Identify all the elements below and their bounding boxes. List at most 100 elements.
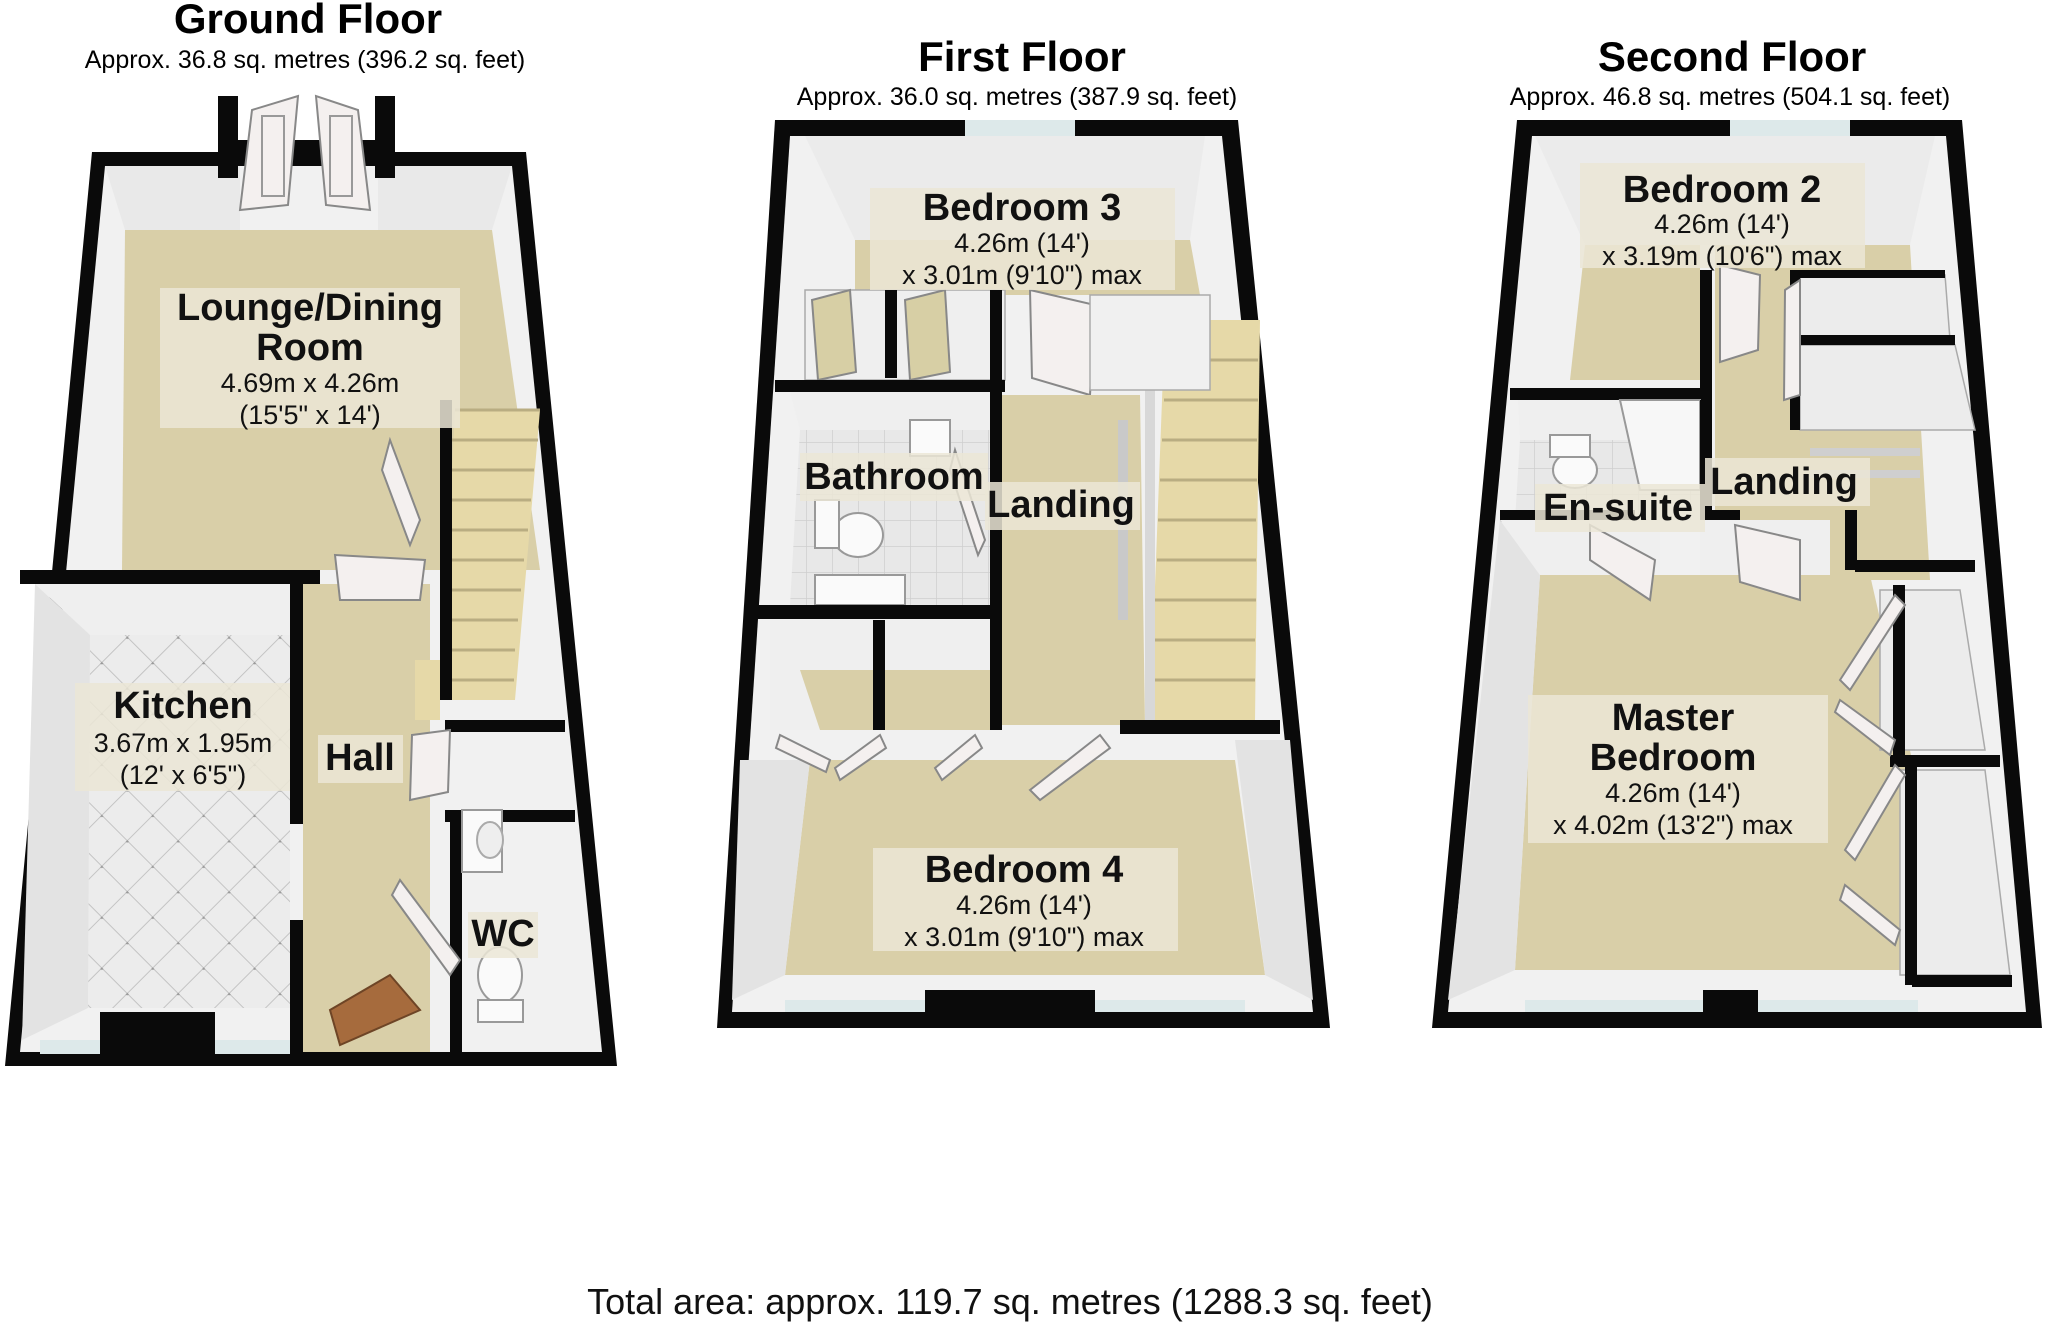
ensuite-toilet — [1549, 434, 1598, 489]
label-backgrounds — [75, 163, 1870, 958]
master-name-line1: Master — [1612, 697, 1735, 739]
bedroom3-dim-line2: x 3.01m (9'10") max — [902, 260, 1142, 290]
bedroom4-cupboard-door-2 — [833, 733, 888, 782]
first-landing-name: Landing — [987, 484, 1135, 526]
bedroom2-divider-wall — [1700, 270, 1712, 400]
ground-floor-title: Ground Floor — [174, 0, 442, 42]
lounge-door — [380, 436, 422, 548]
lounge-label-bg — [160, 288, 460, 428]
landing-floor — [1002, 395, 1145, 725]
cupboard-door — [408, 728, 452, 802]
hall-floor — [303, 584, 430, 1052]
second-landing-name: Landing — [1710, 461, 1858, 503]
bedroom4-window-wall — [925, 990, 1095, 1028]
bathroom-basin — [909, 419, 951, 457]
ensuite-door — [1589, 523, 1657, 602]
bedroom4-window-right — [1095, 1000, 1245, 1012]
wc-label-bg — [468, 912, 538, 958]
second-landing-label-bg — [1705, 458, 1870, 506]
master-wardrobe-door-2 — [1833, 698, 1897, 757]
kitchen-dim-line2: (12' x 6'5") — [120, 760, 246, 790]
kitchen-window — [40, 1040, 100, 1054]
master-dim-line2: x 4.02m (13'2") max — [1553, 810, 1793, 840]
lounge-name-line1: Lounge/Dining — [177, 287, 443, 329]
bedroom2-wardrobes — [1782, 270, 1976, 431]
bathroom-bottom-wall — [750, 605, 990, 619]
kitchen-dim-line1: 3.67m x 1.95m — [94, 728, 273, 758]
master-window-right — [1758, 1000, 1918, 1012]
master-dim-line1: 4.26m (14') — [1605, 778, 1741, 808]
bathroom-bath — [814, 574, 906, 606]
wc-name: WC — [471, 913, 534, 955]
bedroom4-cupboard-door-3 — [933, 733, 984, 782]
lounge-wall-face-right — [378, 166, 512, 230]
lounge-name-line2: Room — [256, 327, 364, 369]
kitchen-left-face — [22, 584, 90, 1040]
bedroom4-window-left — [785, 1000, 925, 1012]
master-window-left — [1525, 1000, 1703, 1012]
bedroom4-label-bg — [873, 848, 1178, 951]
second-landing-right-wall — [1855, 560, 1975, 572]
second-landing-side-wall — [1845, 510, 1857, 570]
bathroom-name: Bathroom — [804, 456, 983, 498]
bedroom2-dim-line2: x 3.19m (10'6") max — [1602, 241, 1842, 271]
bedroom2-label-bg — [1580, 163, 1865, 268]
wc-basin — [461, 809, 504, 873]
patio-door — [218, 94, 395, 212]
lounge-dim-line2: (15'5" x 14') — [239, 400, 380, 430]
bedroom4-dim-line2: x 3.01m (9'10") max — [904, 922, 1144, 952]
ensuite-label-bg — [1535, 484, 1705, 532]
ensuite-name: En-suite — [1543, 487, 1693, 529]
kitchen-name: Kitchen — [113, 685, 252, 727]
bedroom2-dim-line1: 4.26m (14') — [1654, 209, 1790, 239]
front-door — [328, 973, 422, 1047]
master-wardrobe-door-3 — [1843, 763, 1907, 862]
bedroom2-door — [1719, 263, 1762, 364]
second-floor-title: Second Floor — [1598, 33, 1866, 80]
first-upper-cupboard — [1089, 294, 1211, 391]
bedroom4-door — [1028, 733, 1112, 802]
hall-door — [333, 553, 427, 601]
ground-floor-area: Approx. 36.8 sq. metres (396.2 sq. feet) — [85, 46, 526, 74]
first-stairs — [1118, 320, 1260, 730]
bedroom4-cupboard-door-1 — [774, 733, 832, 774]
first-floor-area: Approx. 36.0 sq. metres (387.9 sq. feet) — [797, 83, 1238, 111]
ensuite-bottom-wall-2 — [1700, 510, 1740, 522]
bathroom-toilet — [814, 499, 884, 558]
total-area: Total area: approx. 119.7 sq. metres (12… — [587, 1281, 1433, 1322]
hall-label-bg — [318, 735, 403, 783]
master-door — [1733, 523, 1801, 602]
lounge-wall-face — [105, 166, 240, 230]
second-floor — [1432, 120, 2042, 1028]
bedroom4-top-wall — [1120, 720, 1280, 734]
wc-left-wall — [450, 820, 462, 1060]
bedroom3-name: Bedroom 3 — [923, 187, 1121, 229]
wc-toilet — [477, 946, 524, 1023]
kitchen-label-bg — [75, 683, 290, 791]
first-floor-title: First Floor — [918, 33, 1126, 80]
hall-name: Hall — [325, 737, 395, 779]
bedroom3-door — [1028, 288, 1097, 397]
second-floor-area: Approx. 46.8 sq. metres (504.1 sq. feet) — [1510, 83, 1951, 111]
master-window-wall — [1703, 990, 1758, 1028]
bedroom2-name: Bedroom 2 — [1623, 169, 1821, 211]
bedroom3-wardrobes — [804, 288, 1006, 390]
kitchen-window-2 — [215, 1040, 290, 1054]
kitchen-divider-wall — [290, 584, 303, 824]
ground-mid-wall — [20, 570, 320, 584]
master-wardrobe-door-1 — [1838, 593, 1907, 692]
bedroom4-left-face — [732, 760, 810, 1000]
bedroom4-right-face — [1235, 740, 1313, 1000]
lounge-dim-line1: 4.69m x 4.26m — [221, 368, 400, 398]
master-label-bg — [1528, 695, 1828, 843]
bedroom2-floor — [1570, 245, 1700, 380]
master-name-line2: Bedroom — [1590, 737, 1757, 779]
kitchen-wall-face — [35, 584, 290, 635]
first-landing-label-bg — [985, 482, 1140, 530]
kitchen-window-wall — [100, 1012, 215, 1066]
bedroom4-name: Bedroom 4 — [925, 849, 1123, 891]
wc-top-wall — [445, 720, 565, 732]
bathroom-label-bg — [800, 453, 988, 501]
bathroom-wall-face — [790, 392, 990, 430]
